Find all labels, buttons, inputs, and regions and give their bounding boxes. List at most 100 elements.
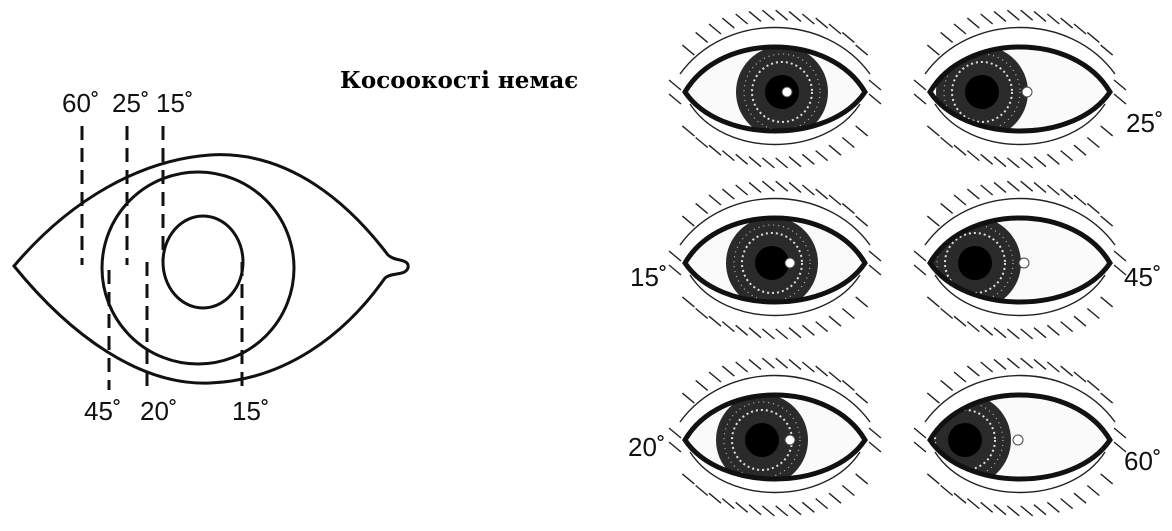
hatch-line (914, 94, 926, 104)
hatch-line (829, 195, 841, 205)
hatch-line (722, 499, 734, 509)
hatch-line (842, 32, 854, 42)
hatch-line (682, 126, 694, 136)
hatch-line (842, 309, 854, 319)
hatch-line (802, 362, 814, 372)
hatch-line (1101, 45, 1113, 55)
hatch-line (816, 499, 828, 509)
hatch-line (722, 322, 734, 332)
hatch-line (816, 189, 828, 199)
light-reflex (782, 87, 792, 97)
eye-label-25: 25˚ (1126, 108, 1164, 138)
hatch-line (1007, 10, 1019, 20)
hatch-line (1074, 145, 1086, 155)
hatch-line (842, 203, 854, 213)
hatch-line (1101, 297, 1113, 307)
hatch-line (829, 372, 841, 382)
pupil (958, 246, 992, 280)
hatch-line (1101, 393, 1113, 403)
hatch-line (981, 502, 993, 512)
pupil (948, 423, 982, 457)
hatch-line (669, 94, 681, 104)
hatch-line (981, 14, 993, 24)
hatch-line (1087, 203, 1099, 213)
hatch-line (994, 182, 1006, 192)
eye-label-45: 45˚ (1124, 262, 1162, 292)
hatch-line (762, 158, 774, 168)
hatch-line (856, 393, 868, 403)
hatch-line (941, 203, 953, 213)
hatch-line (669, 442, 681, 452)
limbus-circle-large (102, 172, 294, 364)
light-reflex (785, 258, 795, 268)
hatch-line (842, 138, 854, 148)
hatch-line (696, 486, 708, 496)
hatch-line (669, 80, 681, 90)
hatch-line (1007, 358, 1019, 368)
hatch-line (1007, 506, 1019, 516)
hatch-line (1061, 18, 1073, 28)
hatch-line (927, 393, 939, 403)
hatch-line (802, 185, 814, 195)
hatch-line (1007, 158, 1019, 168)
hatch-line (927, 45, 939, 55)
hatch-line (762, 329, 774, 339)
hatch-line (709, 493, 721, 503)
hatch-line (856, 297, 868, 307)
hatch-line (967, 18, 979, 28)
hatch-line (1101, 126, 1113, 136)
label-15-bottom: 15˚ (232, 396, 270, 426)
hatch-line (1074, 195, 1086, 205)
light-reflex (785, 435, 795, 445)
hatch-line (869, 428, 881, 438)
label-45: 45˚ (84, 396, 122, 426)
hatch-line (682, 45, 694, 55)
hatch-line (776, 329, 788, 339)
hatch-line (1101, 216, 1113, 226)
hatch-line (722, 189, 734, 199)
hatch-line (856, 126, 868, 136)
hatch-line (967, 366, 979, 376)
hatch-line (1061, 189, 1073, 199)
hatch-line (1114, 80, 1126, 90)
hatch-line (696, 32, 708, 42)
hatch-line (954, 372, 966, 382)
hatch-line (1087, 309, 1099, 319)
hatch-line (816, 322, 828, 332)
hatch-line (736, 154, 748, 164)
hatch-line (789, 359, 801, 369)
schematic-eye: 60˚ 25˚ 15˚ 45˚ 20˚ 15˚ (14, 88, 408, 426)
pupil-ellipse (163, 216, 243, 308)
eye-r45 (914, 181, 1126, 339)
hatch-line (914, 251, 926, 261)
hatch-line (762, 181, 774, 191)
hatch-line (696, 203, 708, 213)
hatch-line (856, 45, 868, 55)
hatch-line (802, 502, 814, 512)
hatch-line (816, 366, 828, 376)
hatch-line (1087, 380, 1099, 390)
hatch-line (776, 181, 788, 191)
hatch-line (736, 14, 748, 24)
hatch-line (709, 195, 721, 205)
hatch-line (749, 157, 761, 167)
hatch-line (762, 506, 774, 516)
hatch-line (682, 297, 694, 307)
hatch-line (762, 10, 774, 20)
eye-center (669, 10, 881, 168)
hatch-line (776, 506, 788, 516)
hatch-line (802, 154, 814, 164)
hatch-line (749, 359, 761, 369)
hatch-line (994, 157, 1006, 167)
hatch-line (1034, 11, 1046, 21)
label-25: 25˚ (112, 88, 150, 118)
label-15-top: 15˚ (156, 88, 194, 118)
hatch-line (709, 145, 721, 155)
hatch-line (1021, 181, 1033, 191)
hatch-line (914, 442, 926, 452)
eye-r60 (914, 358, 1126, 516)
hatch-line (776, 10, 788, 20)
hatch-line (749, 11, 761, 21)
hatch-line (967, 322, 979, 332)
eye-r25 (914, 10, 1126, 168)
